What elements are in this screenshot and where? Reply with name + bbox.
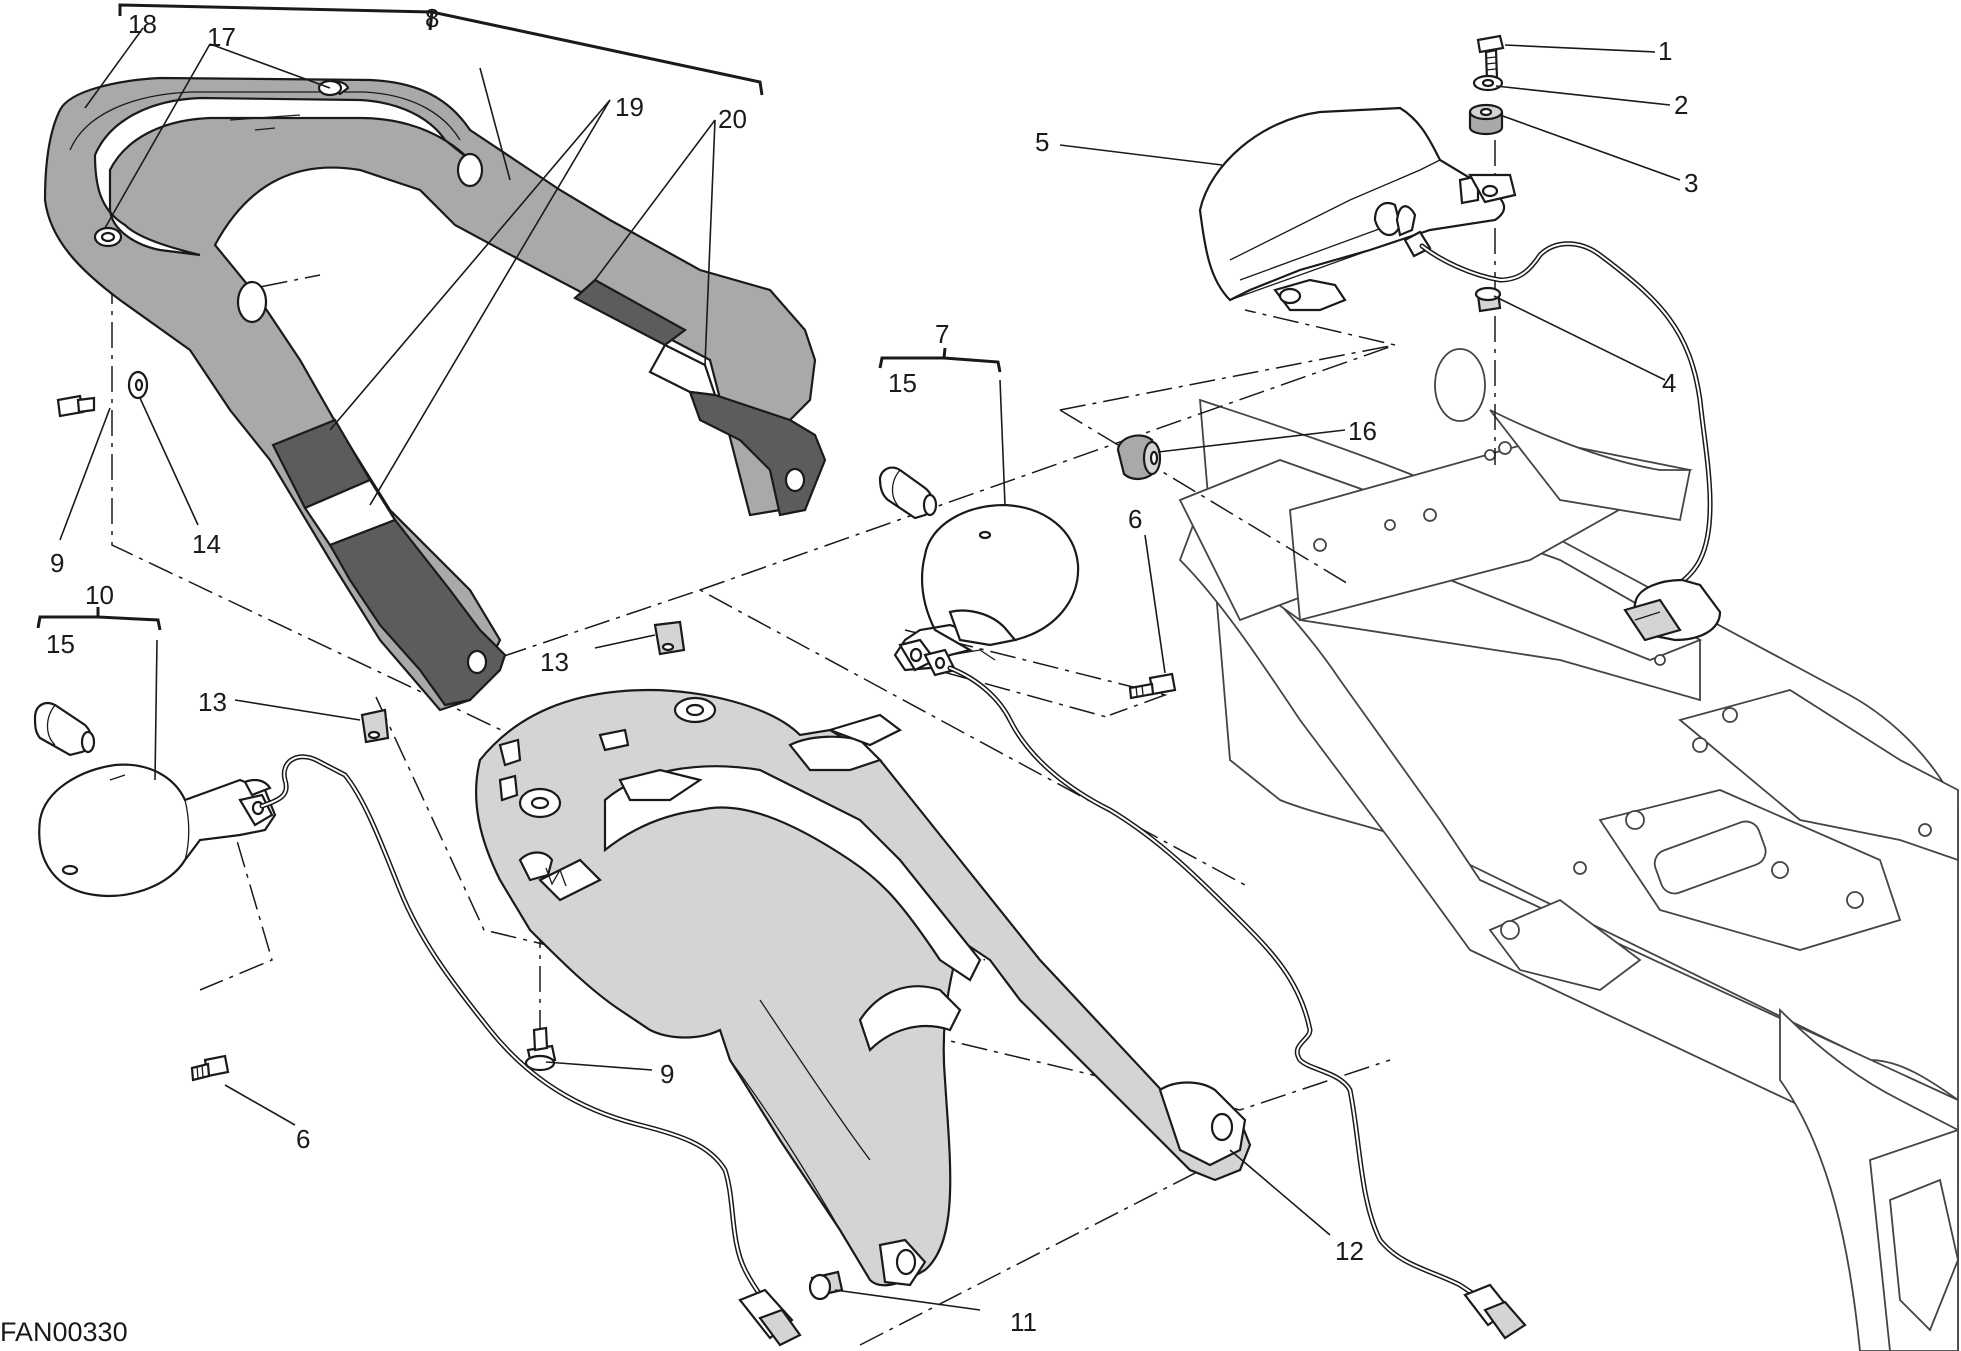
license-plate-holder — [474, 688, 1252, 1287]
rubber-bush-item-3 — [1468, 103, 1504, 136]
screw-item-9-center — [524, 1026, 557, 1072]
callout-18: 18 — [128, 9, 157, 39]
washer-item-2 — [1472, 74, 1504, 92]
callout-3: 3 — [1684, 168, 1698, 198]
grommet-item-16 — [1116, 434, 1162, 481]
washer-item-14 — [127, 370, 149, 400]
callout-14: 14 — [192, 529, 221, 559]
clip-item-13-center — [653, 620, 686, 656]
callout-15-left: 15 — [46, 629, 75, 659]
callout-13-left: 13 — [198, 687, 227, 717]
bracket-item-10 — [36, 607, 162, 631]
left-turn-signal — [38, 763, 277, 897]
callout-1: 1 — [1658, 36, 1672, 66]
rear-subframe — [1178, 348, 1959, 1351]
screw-item-6-right — [1128, 672, 1177, 700]
callout-19: 19 — [615, 92, 644, 122]
bulb-right — [878, 466, 938, 520]
screw-item-11 — [808, 1270, 844, 1301]
callout-17: 17 — [207, 22, 236, 52]
bracket-item-7 — [878, 347, 1002, 373]
callout-7: 7 — [935, 319, 949, 349]
callout-9-center: 9 — [660, 1059, 674, 1089]
callout-6-right: 6 — [1128, 504, 1142, 534]
callout-12: 12 — [1335, 1236, 1364, 1266]
screw-item-1 — [1476, 34, 1505, 82]
callout-13-center: 13 — [540, 647, 569, 677]
left-turn-signal-cable — [259, 754, 802, 1347]
tail-light-cable — [1419, 241, 1722, 642]
right-turn-signal — [893, 503, 1080, 677]
callout-10: 10 — [85, 580, 114, 610]
clip-item-13-left — [360, 708, 390, 744]
bulb-left — [33, 702, 96, 757]
callout-4: 4 — [1662, 368, 1676, 398]
tail-light — [1198, 106, 1517, 312]
tail-cover-assembly — [43, 76, 827, 712]
right-turn-signal-cable — [947, 665, 1527, 1340]
callout-labels: 1 2 3 4 5 6 6 7 8 9 9 10 11 12 13 13 14 … — [46, 3, 1698, 1337]
nut-item-4 — [1474, 286, 1502, 313]
callout-2: 2 — [1674, 90, 1688, 120]
callout-16: 16 — [1348, 416, 1377, 446]
callout-8: 8 — [425, 3, 439, 33]
callout-5: 5 — [1035, 127, 1049, 157]
leader-lines — [59, 27, 1681, 1311]
screw-item-9-left — [56, 394, 96, 418]
bracket-item-8 — [118, 3, 764, 96]
callout-15-right: 15 — [888, 368, 917, 398]
callout-6-left: 6 — [296, 1124, 310, 1154]
drawing-code: FAN00330 — [0, 1317, 128, 1347]
callout-20: 20 — [718, 104, 747, 134]
callout-11: 11 — [1010, 1307, 1037, 1337]
screw-item-6-left — [190, 1054, 230, 1082]
callout-9-left: 9 — [50, 548, 64, 578]
